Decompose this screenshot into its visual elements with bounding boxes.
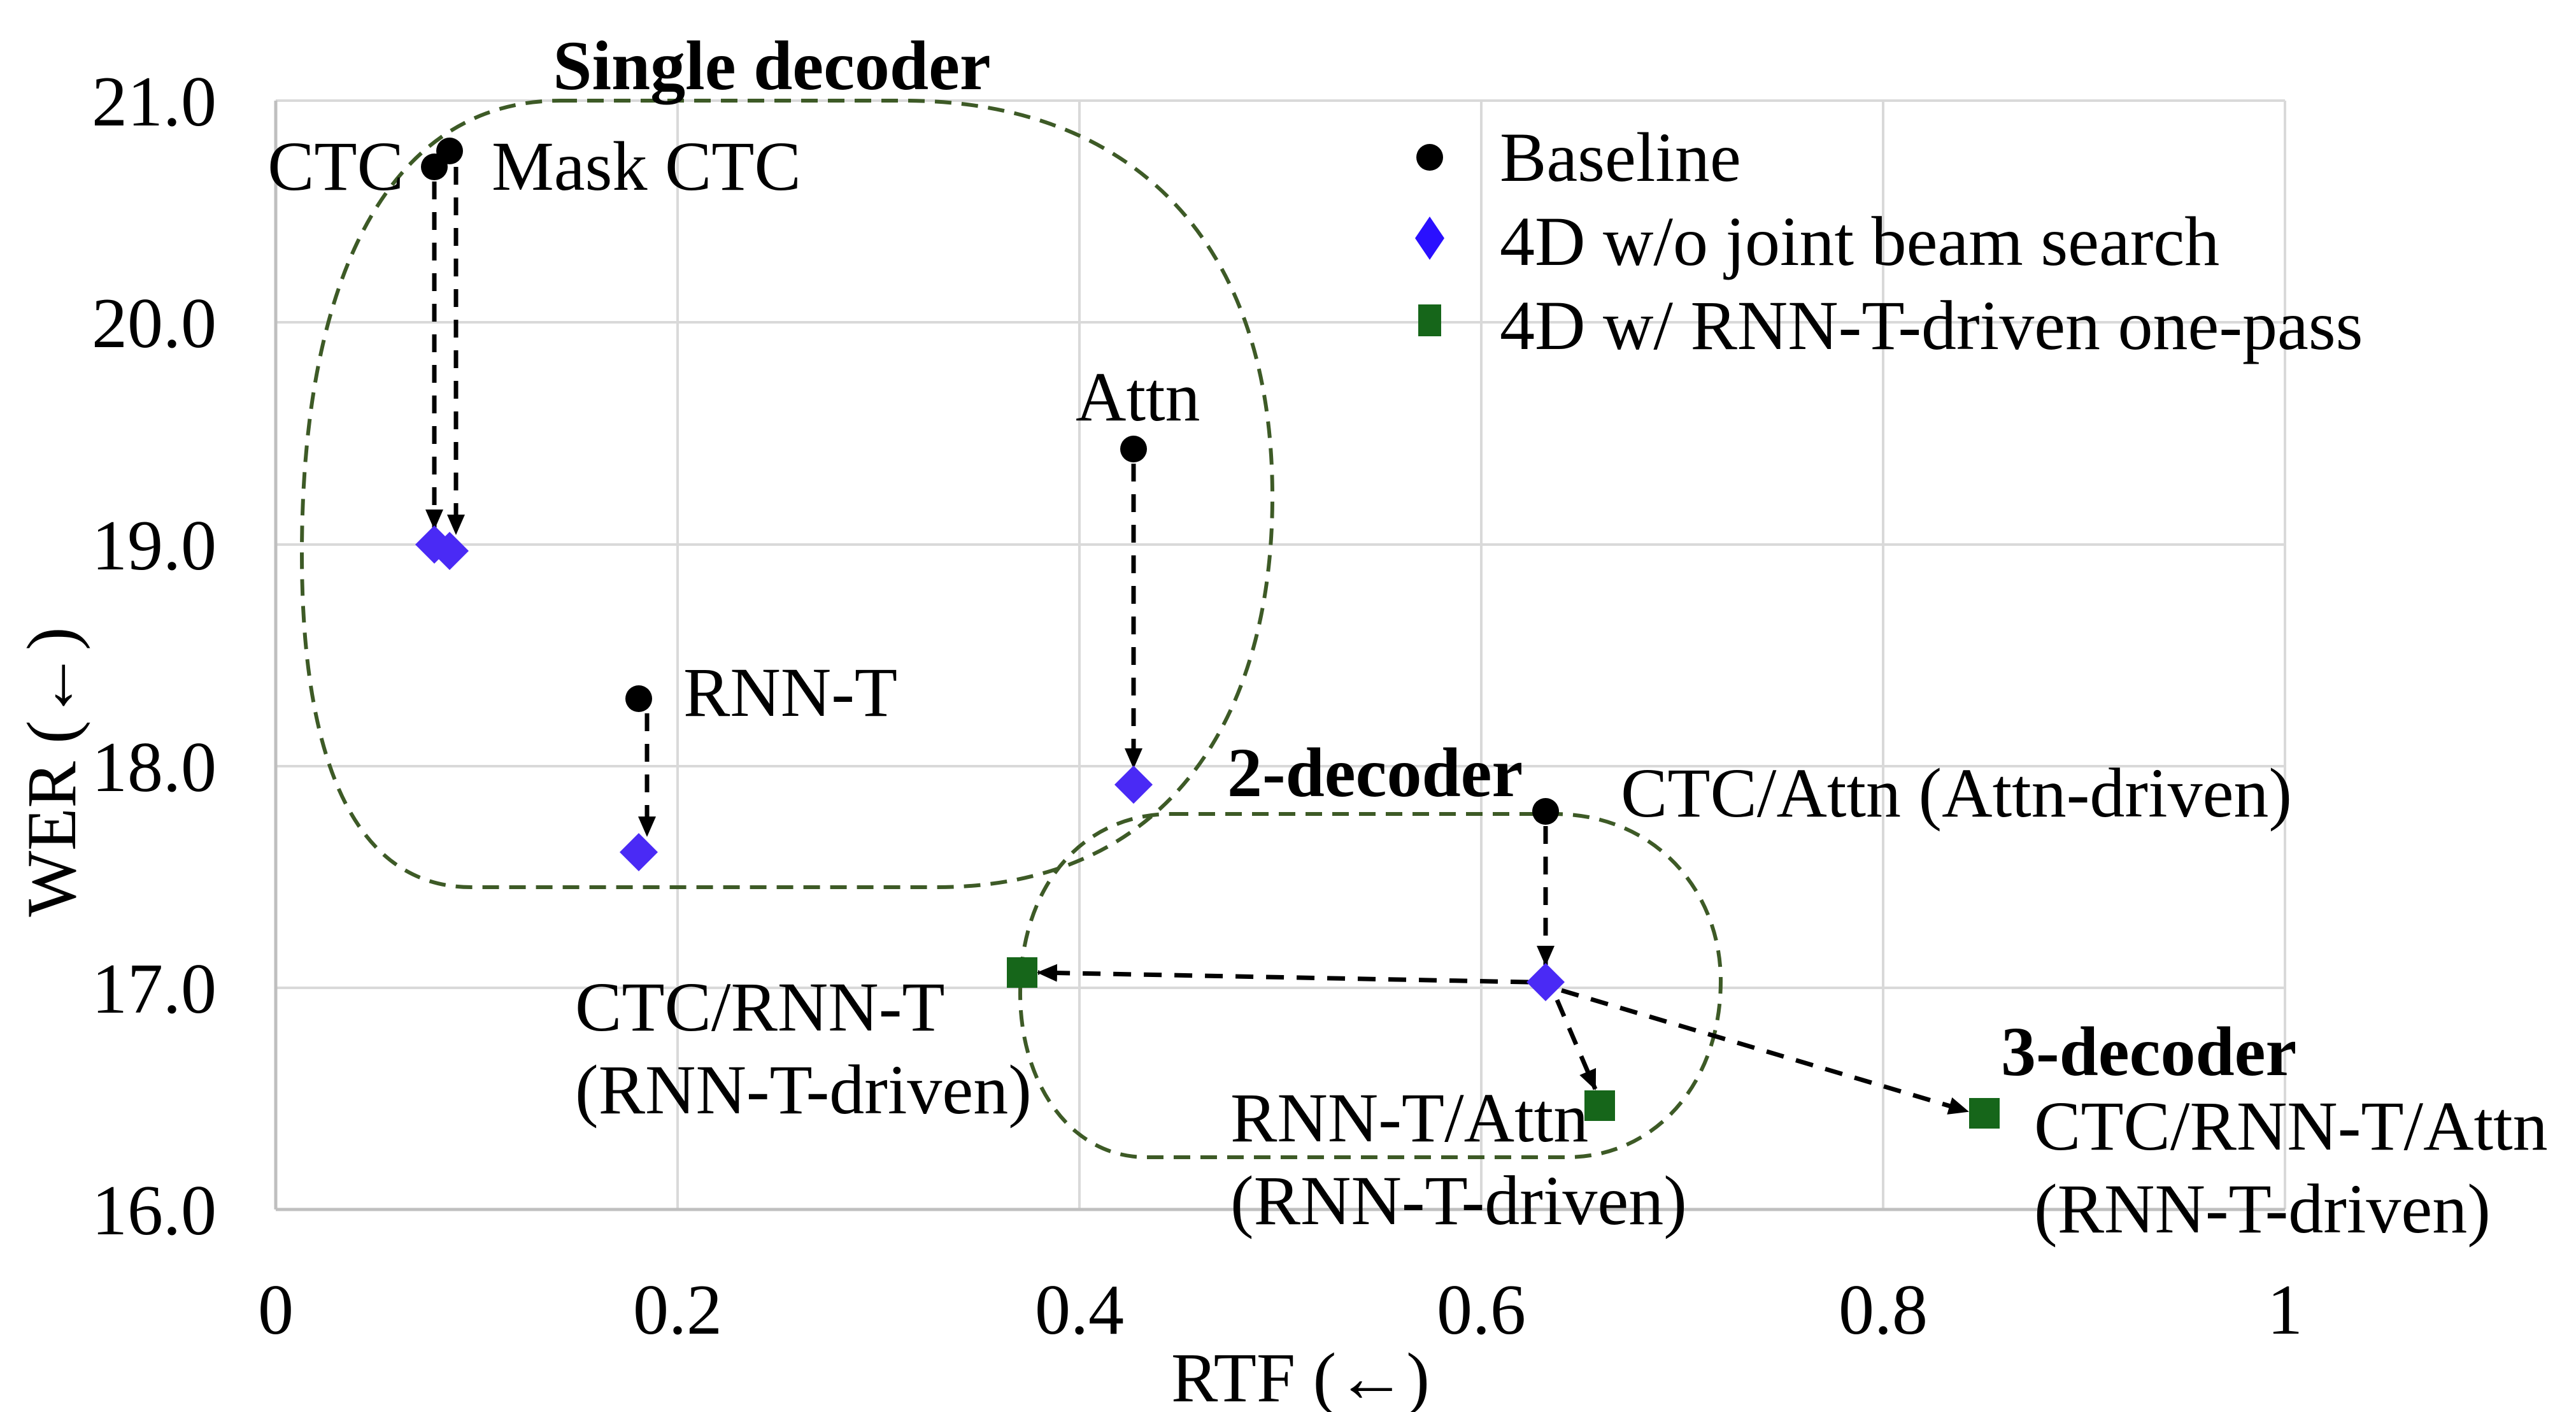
group-label-3-decoder: 3-decoder	[2001, 1013, 2296, 1090]
y-axis-ticks: 21.0 20.0 19.0 18.0 17.0 16.0	[92, 62, 217, 1250]
legend-label: Baseline	[1500, 118, 1741, 196]
legend-label: 4D w/o joint beam search	[1500, 203, 2219, 280]
arrow-to-rnnt-attn	[1555, 999, 1598, 1090]
point-rnnt-baseline[interactable]	[625, 685, 652, 712]
label-ctc-rnnt-sub: (RNN-T-driven)	[575, 1051, 1032, 1129]
label-rnnt: RNN-T	[683, 653, 897, 731]
y-tick: 17.0	[92, 950, 217, 1029]
group-label-2-decoder: 2-decoder	[1227, 734, 1523, 811]
label-rnnt-attn: RNN-T/Attn	[1230, 1079, 1588, 1157]
y-tick: 18.0	[92, 728, 217, 807]
group-label-single-decoder: Single decoder	[553, 27, 990, 104]
label-ctc-rnnt-attn: CTC/RNN-T/Attn	[2034, 1087, 2548, 1165]
point-attn-baseline[interactable]	[1120, 436, 1147, 462]
y-axis-title: WER (←)	[13, 627, 90, 916]
label-ctc-rnnt-attn-sub: (RNN-T-driven)	[2034, 1170, 2491, 1248]
legend-item-4d-no-joint[interactable]: 4D w/o joint beam search	[1415, 203, 2219, 280]
square-marker-icon	[1418, 304, 1441, 336]
label-attn: Attn	[1076, 358, 1200, 436]
x-tick: 0.4	[1035, 1271, 1124, 1350]
x-tick: 0	[258, 1271, 294, 1350]
x-tick: 0.6	[1437, 1271, 1526, 1350]
point-ctc-attn-baseline[interactable]	[1532, 798, 1559, 825]
point-mask-ctc-baseline[interactable]	[436, 138, 463, 164]
single-decoder-outline	[299, 99, 1275, 889]
x-axis-title: RTF (←)	[1171, 1339, 1430, 1412]
point-ctc-rnnt-onepass[interactable]	[1007, 957, 1037, 988]
x-tick: 1	[2267, 1271, 2303, 1350]
label-ctc-attn: CTC/Attn (Attn-driven)	[1621, 754, 2292, 832]
label-mask-ctc: Mask CTC	[492, 127, 801, 205]
label-ctc: CTC	[267, 127, 404, 205]
series-baseline	[421, 138, 1559, 825]
point-ctc-attn-4d[interactable]	[1526, 963, 1565, 1001]
point-rnnt-4d[interactable]	[620, 833, 658, 871]
arrows	[425, 167, 1969, 1115]
legend-item-baseline[interactable]: Baseline	[1416, 118, 1741, 196]
point-mask-ctc-4d[interactable]	[431, 532, 469, 570]
point-rnnt-attn-onepass[interactable]	[1584, 1090, 1615, 1121]
diamond-marker-icon	[1415, 217, 1444, 260]
y-tick: 21.0	[92, 62, 217, 141]
y-tick: 19.0	[92, 506, 217, 585]
gridlines	[276, 99, 2286, 1209]
group-outlines	[299, 99, 1723, 1159]
legend: Baseline 4D w/o joint beam search 4D w/ …	[1415, 118, 2363, 364]
arrow-to-ctc-rnnt-attn	[1561, 988, 1969, 1115]
point-ctc-rnnt-attn-onepass[interactable]	[1969, 1098, 2000, 1129]
legend-item-4d-one-pass[interactable]: 4D w/ RNN-T-driven one-pass	[1418, 287, 2363, 364]
x-tick: 0.8	[1839, 1271, 1928, 1350]
point-attn-4d[interactable]	[1114, 766, 1153, 804]
arrow-to-ctc-rnnt	[1037, 964, 1529, 985]
point-labels: CTC Mask CTC Attn RNN-T CTC/Attn (Attn-d…	[267, 127, 2548, 1248]
y-tick: 20.0	[92, 284, 217, 363]
x-tick: 0.2	[633, 1271, 722, 1350]
label-rnnt-attn-sub: (RNN-T-driven)	[1230, 1162, 1687, 1239]
y-tick: 16.0	[92, 1171, 217, 1250]
series-4d-no-joint	[415, 525, 1565, 1001]
label-ctc-rnnt: CTC/RNN-T	[575, 968, 945, 1046]
series-4d-one-pass	[1007, 957, 2000, 1129]
axes	[274, 101, 2285, 1211]
circle-marker-icon	[1416, 144, 1443, 171]
x-axis-ticks: 0 0.2 0.4 0.6 0.8 1	[258, 1271, 2303, 1350]
legend-label: 4D w/ RNN-T-driven one-pass	[1500, 287, 2363, 364]
